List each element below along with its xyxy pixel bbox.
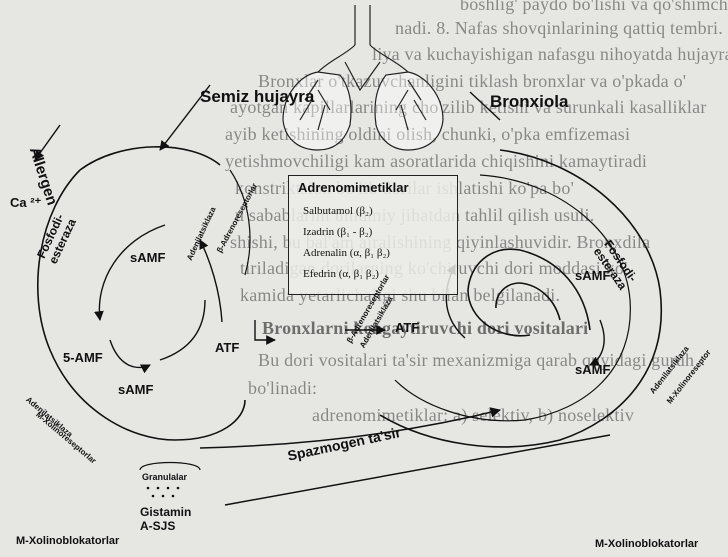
drug-izadrin: Izadrin (β₁ - β₂) (303, 226, 372, 238)
label-m-xolinoblokatorlar-right: M-Xolinoblokatorlar (595, 538, 698, 550)
label-samf-left-low: sAMF (118, 382, 153, 397)
label-samf-right-low: sAMF (575, 362, 610, 377)
drug-salbutamol: Salbutamol (β₂) (303, 205, 373, 217)
label-samf-right: sAMF (575, 268, 610, 283)
lungs-icon (283, 5, 443, 150)
label-a-sjs: A-SJS (140, 519, 175, 533)
label-samf-left: sAMF (130, 250, 165, 265)
label-atf-right: ATF (395, 320, 419, 335)
label-ca: Ca ²⁺ (10, 195, 41, 211)
drug-adrenalin: Adrenalin (α, β₁ β₂) (303, 247, 390, 259)
adrenomimetiklar-title: Adrenomimetiklar (298, 180, 409, 195)
label-semiz-hujayra: Semiz hujayra (200, 87, 314, 107)
granule-box-top (140, 463, 200, 471)
drug-efedrin: Efedrin (α, β₁ β₂) (303, 268, 379, 280)
granule-dots (147, 487, 180, 498)
label-bronxiola: Bronxiola (490, 92, 568, 112)
label-m-xolinoblokatorlar-left: M-Xolinoblokatorlar (16, 535, 119, 547)
left-cycle-arrows (99, 225, 222, 367)
label-granulalar: Granulalar (142, 472, 187, 482)
spazmogen-lines (200, 410, 610, 505)
label-gistamin: Gistamin (140, 505, 191, 519)
label-atf-left: ATF (215, 340, 239, 355)
label-5-amf: 5-AMF (63, 350, 103, 365)
